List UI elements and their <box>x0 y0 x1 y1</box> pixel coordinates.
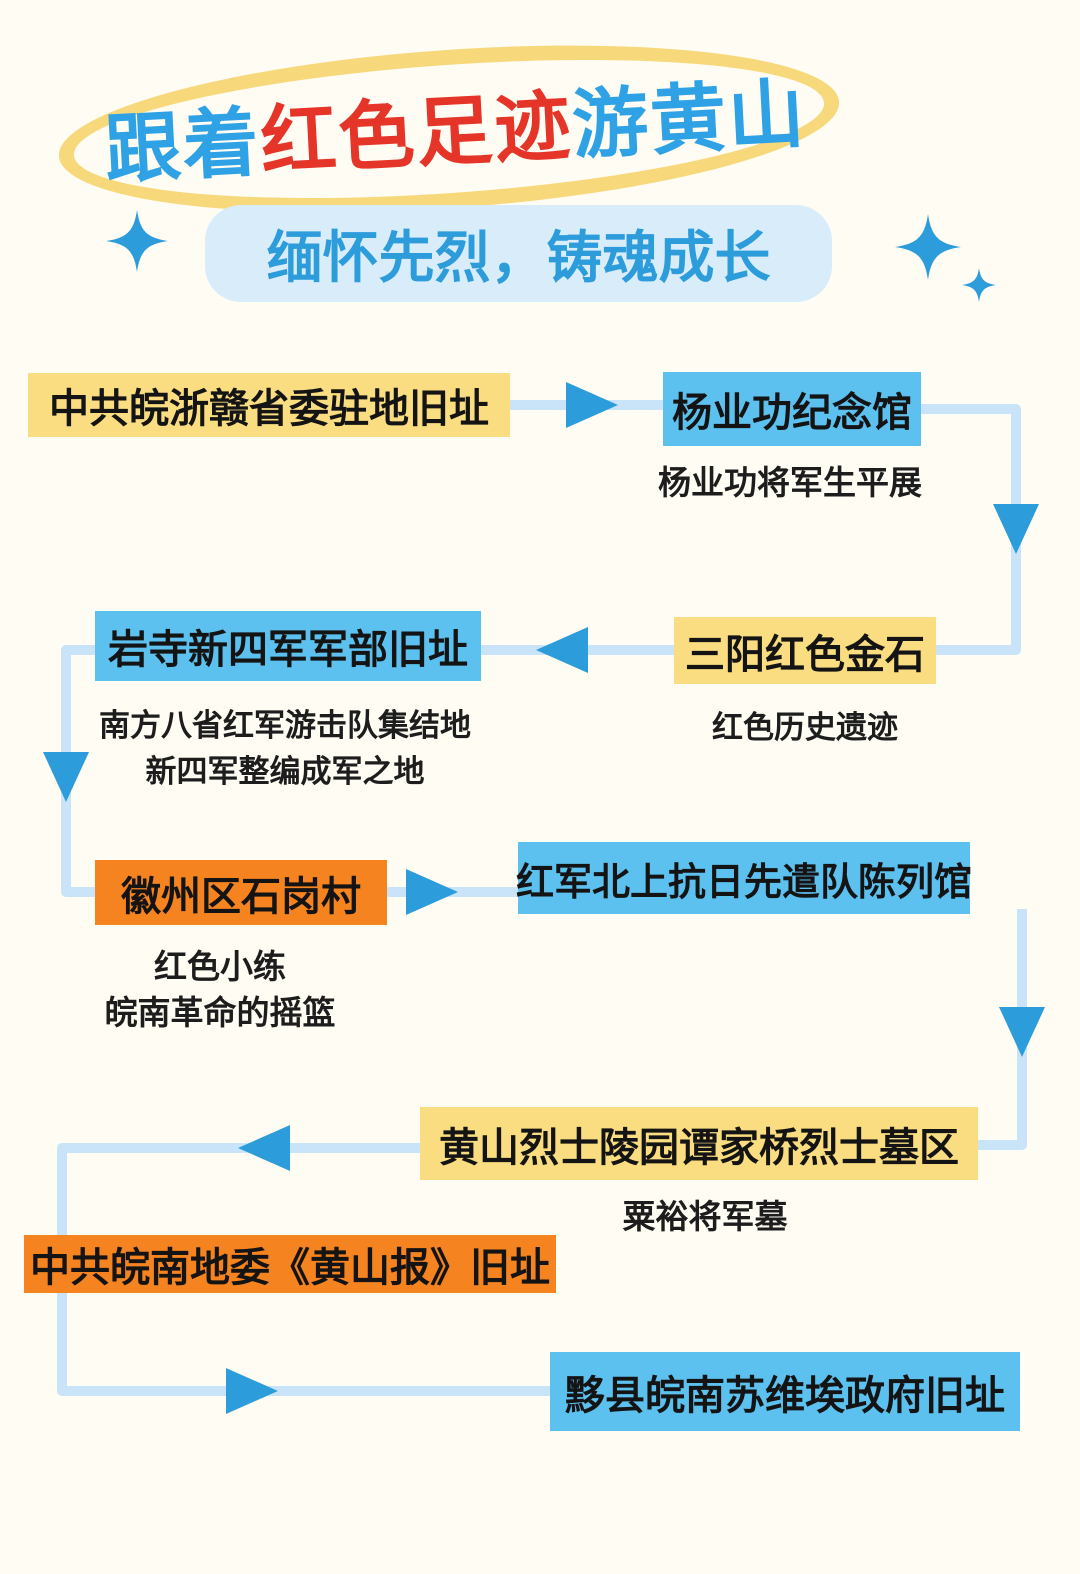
node-caption: 新四军整编成军之地 <box>145 754 425 789</box>
node-huizhou-shigang-village: 徽州区石岗村 <box>95 860 387 925</box>
node-caption: 红色历史遗迹 <box>712 710 898 745</box>
arrow-right-icon <box>566 382 618 428</box>
title-part-2: 红色足迹 <box>258 83 575 186</box>
node-yangyegong-memorial: 杨业功纪念馆 <box>663 372 921 446</box>
arrow-down-icon <box>993 504 1039 554</box>
node-yansi-new-fourth-army-hq: 岩寺新四军军部旧址 <box>95 611 481 681</box>
arrow-down-icon <box>43 752 89 802</box>
node-wanzhegan-committee-site: 中共皖浙赣省委驻地旧址 <box>28 373 510 437</box>
arrow-left-icon <box>238 1125 290 1171</box>
node-huangshan-newspaper-site: 中共皖南地委《黄山报》旧址 <box>24 1235 556 1293</box>
arrow-right-icon <box>226 1368 278 1414</box>
node-huangshan-martyrs-cemetery: 黄山烈士陵园谭家桥烈士墓区 <box>420 1107 978 1180</box>
sparkle-icon <box>962 268 996 302</box>
node-caption: 南方八省红军游击队集结地 <box>99 708 471 743</box>
node-caption: 皖南革命的摇篮 <box>104 994 336 1031</box>
arrow-right-icon <box>406 869 458 915</box>
connector-6-7 <box>973 909 1027 1150</box>
subtitle-pill: 缅怀先烈，铸魂成长 <box>205 205 832 302</box>
arrow-down-icon <box>999 1007 1045 1057</box>
sparkle-icon <box>895 214 961 280</box>
subtitle-text: 缅怀先烈，铸魂成长 <box>266 226 771 289</box>
node-caption: 杨业功将军生平展 <box>658 464 922 501</box>
node-sanyang-red-gold-stone: 三阳红色金石 <box>674 617 936 684</box>
sparkle-icon <box>106 210 168 272</box>
arrow-left-icon <box>536 627 588 673</box>
connector-2-3 <box>916 404 1021 655</box>
title-part-1: 跟着 <box>102 100 263 194</box>
node-caption: 红色小练 <box>154 948 286 985</box>
node-caption: 粟裕将军墓 <box>622 1198 788 1235</box>
node-yixian-soviet-government-site: 黟县皖南苏维埃政府旧址 <box>550 1352 1020 1431</box>
title-part-3: 游黄山 <box>570 71 809 169</box>
node-red-army-north-expedition-museum: 红军北上抗日先遣队陈列馆 <box>516 842 972 914</box>
